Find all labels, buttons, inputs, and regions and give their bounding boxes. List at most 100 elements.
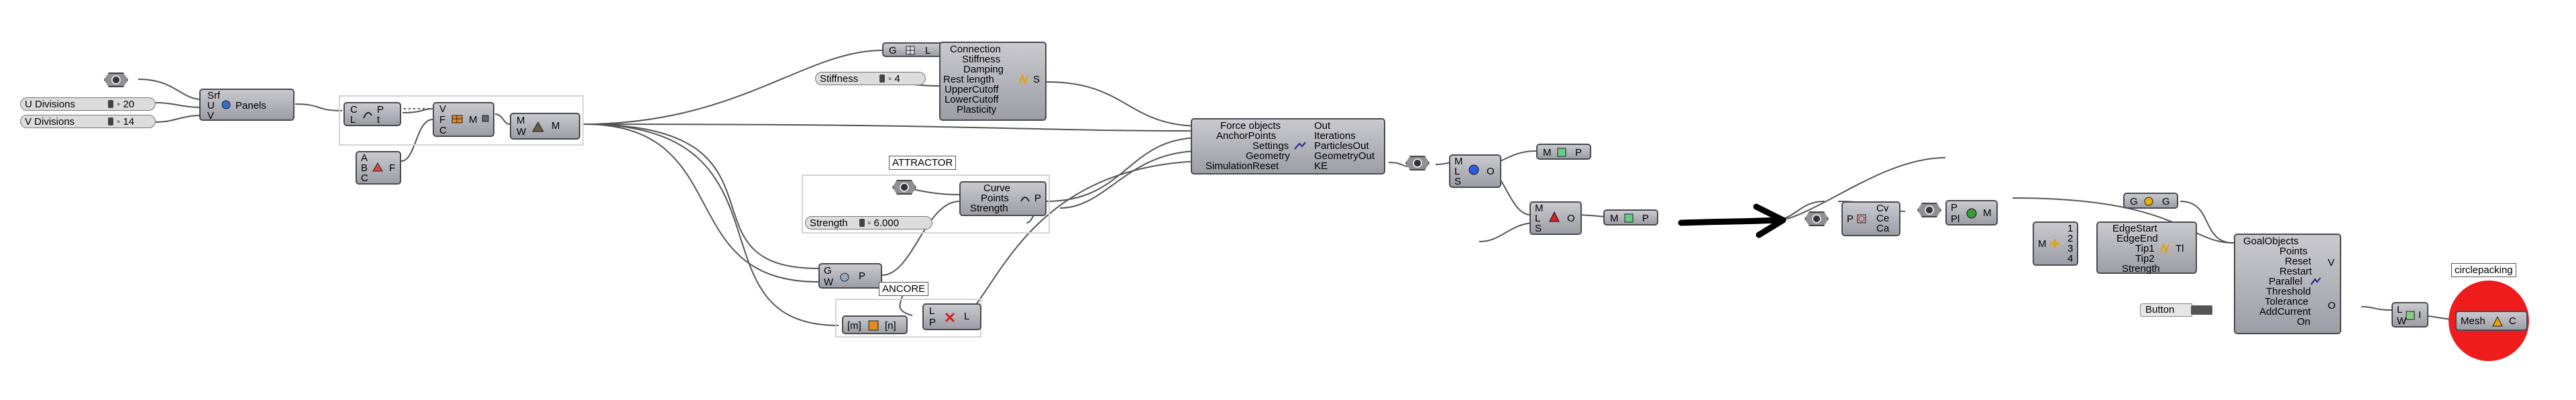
slider-grip[interactable] <box>108 117 113 126</box>
list-item-icon <box>868 320 879 331</box>
input-label: Tip2 <box>2135 253 2155 264</box>
slider-grip[interactable] <box>879 74 885 83</box>
wire <box>2180 201 2235 244</box>
goal-solver-component[interactable]: GoalObjects Points Reset Restart Paralle… <box>2234 234 2341 334</box>
input-label: AnchorPoints <box>1216 130 1277 142</box>
input-label: L <box>1535 213 1541 224</box>
input-label: Srf <box>207 90 221 101</box>
delaunay-mesh-component[interactable]: P Pl M <box>1945 200 1998 226</box>
input-label: Curve <box>983 183 1011 194</box>
v-divisions-slider[interactable]: V Divisions ◦ 14 <box>20 115 156 128</box>
panels-component[interactable]: Srf U V Panels <box>199 89 294 121</box>
output-label: L <box>925 45 931 56</box>
input-label: P <box>1847 213 1854 225</box>
output-label: 3 <box>2068 243 2074 254</box>
mesh-display-component[interactable]: M L S O <box>1449 154 1501 188</box>
input-label: Parallel <box>2269 276 2303 287</box>
curve-param[interactable] <box>892 180 916 195</box>
input-label: SimulationReset <box>1205 160 1279 172</box>
u-divisions-slider[interactable]: U Divisions ◦ 20 <box>20 97 156 111</box>
output-label: O <box>1487 166 1495 177</box>
mesh-vertex-icon <box>1624 213 1633 223</box>
output-label: L <box>964 311 970 322</box>
list-item-component[interactable]: L W I <box>2392 302 2428 328</box>
mesh-points-component[interactable]: M P <box>1536 144 1591 160</box>
output-label: Iterations <box>1314 130 1356 142</box>
input-label: [m] <box>847 320 861 332</box>
input-label: Points <box>981 193 1009 204</box>
graph-icon <box>906 46 915 55</box>
param-icon <box>1413 158 1422 168</box>
input-label: On <box>2297 316 2311 328</box>
kangaroo-icon <box>1294 142 1306 150</box>
wire <box>583 50 883 125</box>
input-label: M <box>1610 213 1619 224</box>
toggle-button[interactable]: Button <box>2140 303 2214 317</box>
wire <box>2361 306 2392 311</box>
slider-grip[interactable] <box>108 100 113 108</box>
mesh-points-component[interactable]: M P <box>1603 209 1658 226</box>
weld-icon <box>532 121 544 132</box>
input-label: V <box>439 103 447 115</box>
output-label: M <box>469 114 478 126</box>
list-param[interactable] <box>1405 156 1430 170</box>
face-component[interactable]: A B C F <box>356 151 401 185</box>
curve-eval-component[interactable]: C L P t <box>343 102 401 126</box>
mesh-vertex-icon <box>1557 148 1566 157</box>
input-label: G <box>2130 196 2138 207</box>
input-label: L <box>2397 304 2403 315</box>
param-icon <box>1812 214 1821 223</box>
output-label: GeometryOut <box>1314 150 1375 162</box>
slider-label: U Divisions <box>25 99 76 110</box>
output-label: [n] <box>885 320 896 332</box>
strength-slider[interactable]: Strength ◦ 6.000 <box>805 216 932 230</box>
wire <box>155 102 202 108</box>
point-param[interactable] <box>1917 203 1941 217</box>
input-label: Strength <box>2122 263 2160 274</box>
anchor-component[interactable]: L P L <box>922 303 981 330</box>
input-label: W <box>824 277 834 288</box>
input-label: V <box>207 110 215 121</box>
populate-icon <box>840 272 849 282</box>
circlepacking-label: circlepacking <box>2451 263 2516 277</box>
output-label: C <box>2509 315 2516 327</box>
wire <box>1059 150 1201 209</box>
mesh-component[interactable]: V F C M <box>433 102 494 137</box>
face-icon <box>372 162 383 172</box>
output-label: KE <box>1314 160 1328 172</box>
circle-fit-component[interactable]: P Cv Ce Ca <box>1841 201 1900 236</box>
output-label: P <box>1575 147 1582 158</box>
kangaroo-icon <box>2310 277 2321 285</box>
index-component[interactable]: [m] [n] <box>842 315 908 334</box>
stiffness-slider[interactable]: Stiffness ◦ 4 <box>815 72 926 85</box>
slider-grip[interactable] <box>859 219 865 227</box>
input-label: Pl <box>1951 213 1960 225</box>
mesh-weld-component[interactable]: M W M <box>510 113 580 140</box>
edge-split-component[interactable]: M 1 2 3 4 <box>2033 221 2078 266</box>
wire <box>400 119 433 162</box>
goal-param-component[interactable]: G G <box>2123 193 2178 209</box>
curve-param[interactable] <box>1805 211 1829 226</box>
slider-label: V Divisions <box>25 116 75 128</box>
input-label: UpperCutoff <box>945 84 999 95</box>
input-label: C <box>361 172 368 184</box>
input-label: S <box>1535 223 1542 234</box>
circlepacking-component[interactable]: Mesh C <box>2455 311 2528 331</box>
curve-display-component[interactable]: M L S O <box>1529 201 1582 235</box>
slider-value: ◦ 6.000 <box>867 217 900 229</box>
python-icon <box>2492 315 2503 327</box>
wire <box>1479 222 1537 242</box>
populate-component[interactable]: G W P <box>818 263 882 289</box>
spring-goal-component[interactable]: Connection Stiffness Damping Rest length… <box>939 42 1046 121</box>
attractor-icon <box>1020 197 1030 202</box>
panels-icon <box>221 100 231 109</box>
slider-value: ◦ 20 <box>117 99 135 110</box>
edge-goal-component[interactable]: EdgeStart EdgeEnd Tip1 Tip2 Strength Tl <box>2096 221 2197 274</box>
input-label: Rest length <box>943 74 994 85</box>
input-label: Points <box>2279 246 2308 257</box>
input-label: A <box>361 152 368 164</box>
kangaroo-solver-component[interactable]: Force objects AnchorPoints Settings Geom… <box>1191 118 1385 174</box>
geometry-param[interactable] <box>104 72 128 87</box>
wire <box>402 108 433 113</box>
attractor-component[interactable]: Curve Points Strength P <box>959 181 1046 216</box>
